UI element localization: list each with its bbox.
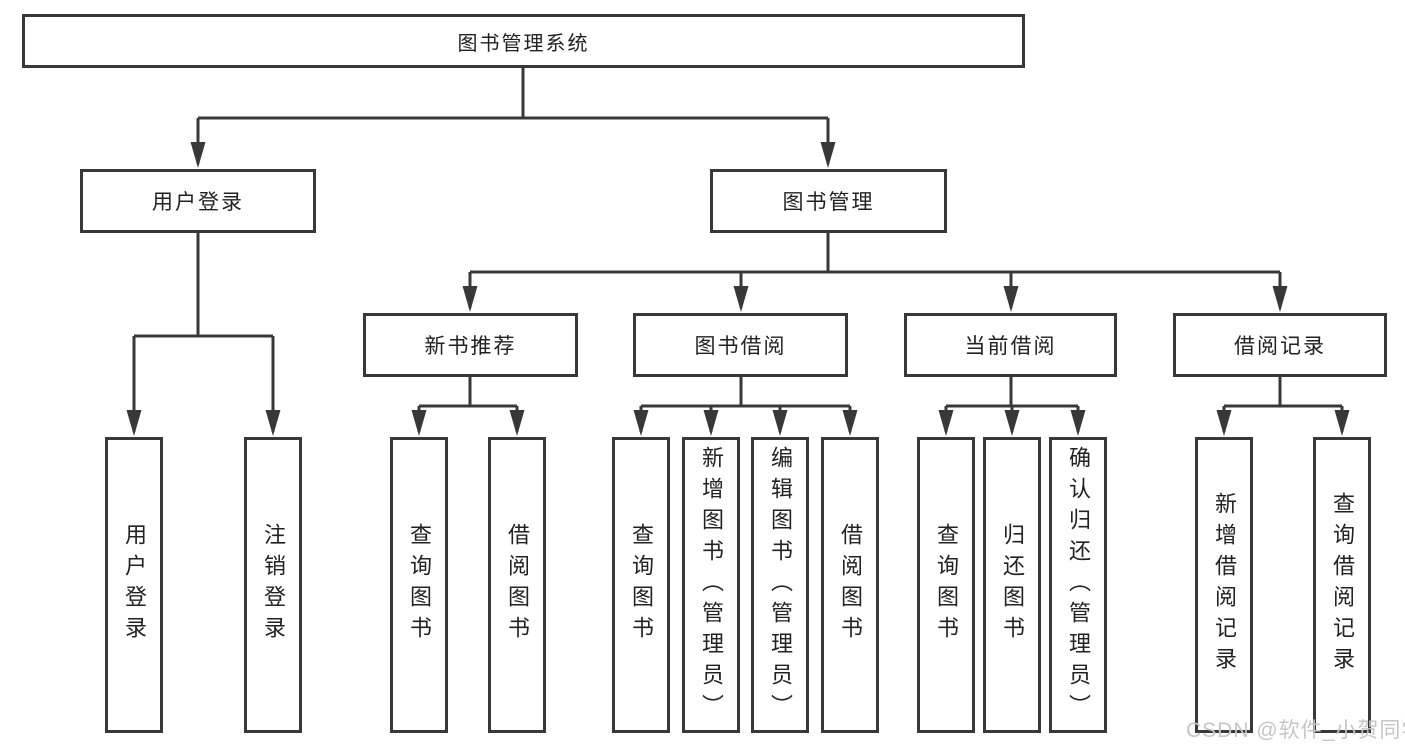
leaf-label: 查询图书	[407, 523, 432, 647]
leaf-return-book: 归还图书	[983, 437, 1041, 733]
node-label: 用户登录	[152, 191, 244, 214]
leaf-borrow-book-2: 借阅图书	[821, 437, 879, 733]
leaf-label: 确认归还（管理员）	[1066, 445, 1091, 725]
node-label: 当前借阅	[964, 335, 1057, 358]
node-new-book-recommendation: 新书推荐	[363, 313, 578, 377]
node-book-management: 图书管理	[710, 169, 947, 233]
leaf-label: 查询借阅记录	[1330, 492, 1355, 678]
node-user-login: 用户登录	[80, 169, 316, 233]
leaf-label: 借阅图书	[505, 523, 530, 647]
node-label: 图书管理	[782, 191, 875, 214]
node-label: 借阅记录	[1234, 335, 1326, 358]
leaf-label: 新增图书（管理员）	[699, 445, 724, 725]
leaf-edit-book-admin: 编辑图书（管理员）	[751, 437, 809, 733]
leaf-borrow-book-1: 借阅图书	[488, 437, 546, 733]
leaf-label: 查询图书	[629, 523, 654, 647]
leaf-label: 归还图书	[1000, 523, 1025, 647]
leaf-label: 注销登录	[261, 523, 286, 647]
node-borrowing-records: 借阅记录	[1173, 313, 1387, 377]
leaf-add-book-admin: 新增图书（管理员）	[682, 437, 740, 733]
leaf-user-login: 用户登录	[105, 437, 163, 733]
leaf-query-book-3: 查询图书	[917, 437, 975, 733]
leaf-query-book-1: 查询图书	[390, 437, 448, 733]
node-label: 图书管理系统	[457, 32, 590, 55]
leaf-label: 新增借阅记录	[1212, 492, 1237, 678]
leaf-logout: 注销登录	[244, 437, 302, 733]
leaf-query-book-2: 查询图书	[612, 437, 670, 733]
node-label: 新书推荐	[424, 335, 517, 358]
node-book-borrowing: 图书借阅	[633, 313, 848, 377]
leaf-add-borrow-record: 新增借阅记录	[1195, 437, 1253, 733]
node-current-borrowing: 当前借阅	[904, 313, 1117, 377]
node-library-management-system: 图书管理系统	[22, 14, 1025, 68]
leaf-label: 查询图书	[934, 523, 959, 647]
leaf-label: 借阅图书	[838, 523, 863, 647]
leaf-label: 编辑图书（管理员）	[768, 445, 793, 725]
leaf-label: 用户登录	[122, 523, 147, 647]
csdn-watermark: CSDN @软件_小贺同学	[1186, 719, 1405, 742]
leaf-query-borrow-record: 查询借阅记录	[1313, 437, 1371, 733]
leaf-confirm-return-admin: 确认归还（管理员）	[1049, 437, 1107, 733]
node-label: 图书借阅	[694, 335, 787, 358]
